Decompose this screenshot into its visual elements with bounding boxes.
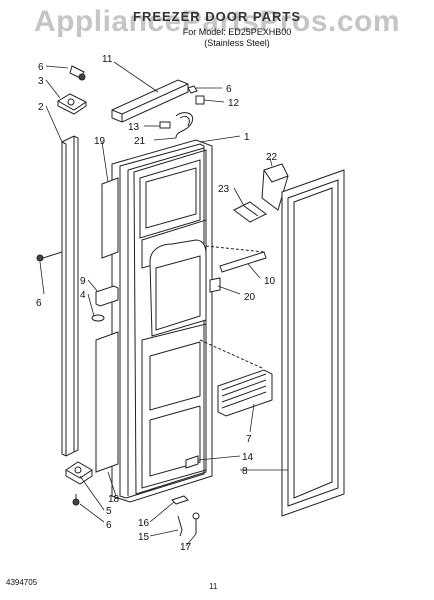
page-number: 11 <box>209 582 218 591</box>
pin-part-17 <box>192 512 200 534</box>
diagram-title: FREEZER DOOR PARTS <box>133 9 301 24</box>
callout-6-top-right: 6 <box>226 84 232 95</box>
callout-14: 14 <box>242 452 254 463</box>
screw-part-6-mid <box>36 251 63 262</box>
callout-3: 3 <box>38 76 44 87</box>
callout-23: 23 <box>218 184 230 195</box>
door-gasket-part-8 <box>281 169 345 517</box>
callout-6-bottom: 6 <box>106 520 112 531</box>
callout-4: 4 <box>80 290 86 301</box>
model-subtitle: For Model: ED25PEXHB00 <box>182 27 292 37</box>
flap-part-23 <box>233 201 267 223</box>
bracket-part-9 <box>95 285 119 307</box>
document-id: 4394705 <box>6 578 38 587</box>
callout-21: 21 <box>134 136 146 147</box>
callout-labels: 6 3 2 6 11 6 12 13 21 1 19 22 23 10 20 9… <box>36 54 278 553</box>
callout-16: 16 <box>138 518 150 529</box>
callout-12: 12 <box>228 98 240 109</box>
screw-part-6-top-right <box>187 85 198 94</box>
hinge-pin-part-16 <box>171 495 189 505</box>
hinge-part-3 <box>56 93 87 115</box>
top-trim-part-11 <box>111 79 189 123</box>
callout-8: 8 <box>242 466 248 477</box>
door-bin-part-7 <box>199 339 273 417</box>
wire-harness-part-21 <box>159 112 194 139</box>
callout-20: 20 <box>244 292 256 303</box>
callout-13: 13 <box>128 122 140 133</box>
callout-17: 17 <box>180 542 192 553</box>
screw-part-6-top <box>69 65 86 81</box>
callout-leaders <box>39 61 288 547</box>
callout-6-top: 6 <box>38 62 44 73</box>
callout-6-mid: 6 <box>36 298 42 309</box>
callout-19: 19 <box>94 136 106 147</box>
callout-11: 11 <box>102 54 113 65</box>
watermark: AppliancePartsPros.com <box>33 5 401 38</box>
callout-9: 9 <box>80 276 86 287</box>
callout-1: 1 <box>244 132 250 143</box>
clip-part-14 <box>185 455 199 469</box>
pin-part-15 <box>177 515 183 537</box>
panel-part-19 <box>101 177 119 259</box>
callout-22: 22 <box>266 152 278 163</box>
callout-10: 10 <box>264 276 276 287</box>
callout-5: 5 <box>106 506 112 517</box>
finish-subtitle: (Stainless Steel) <box>204 38 270 48</box>
panel-part-18 <box>95 331 119 473</box>
clip-part-12 <box>195 95 205 105</box>
trim-part-2 <box>61 135 79 457</box>
callout-7: 7 <box>246 434 252 445</box>
switch-part-20 <box>209 277 221 293</box>
callout-18: 18 <box>108 494 120 505</box>
callout-15: 15 <box>138 532 150 543</box>
callout-2: 2 <box>38 102 44 113</box>
door-liner-part-1 <box>111 139 213 503</box>
clip-part-4 <box>91 314 105 322</box>
hinge-part-5 <box>65 461 93 485</box>
screw-part-6-bottom <box>72 494 80 506</box>
trim-part-10 <box>205 245 267 273</box>
